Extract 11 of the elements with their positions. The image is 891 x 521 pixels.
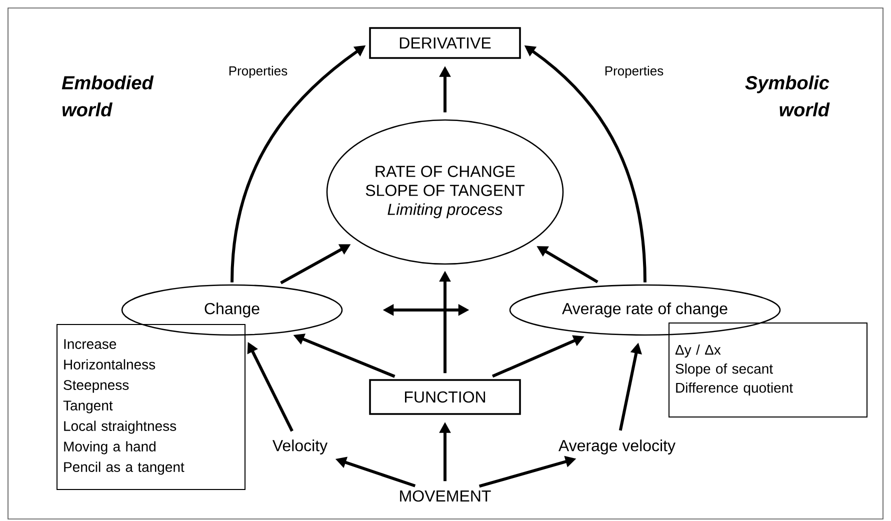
list-box: Δy / Δx Slope of secant Difference quotient [668,322,868,418]
node-label: MOVEMENT [400,490,491,502]
concept-box: DERIVATIVE [369,27,521,59]
edge-label: Properties [603,64,665,80]
concept-box: FUNCTION [369,379,521,415]
node-label: Velocity [272,440,328,454]
world-label: Embodied world [62,76,154,116]
world-label: Symbolic world [745,76,830,116]
node-label: Average velocity [558,440,676,454]
edge-label: Properties [227,64,289,80]
list-box: Increase Horizontalness Steepness Tangent Local straightness Moving a hand Pencil as a tangent [56,324,246,490]
